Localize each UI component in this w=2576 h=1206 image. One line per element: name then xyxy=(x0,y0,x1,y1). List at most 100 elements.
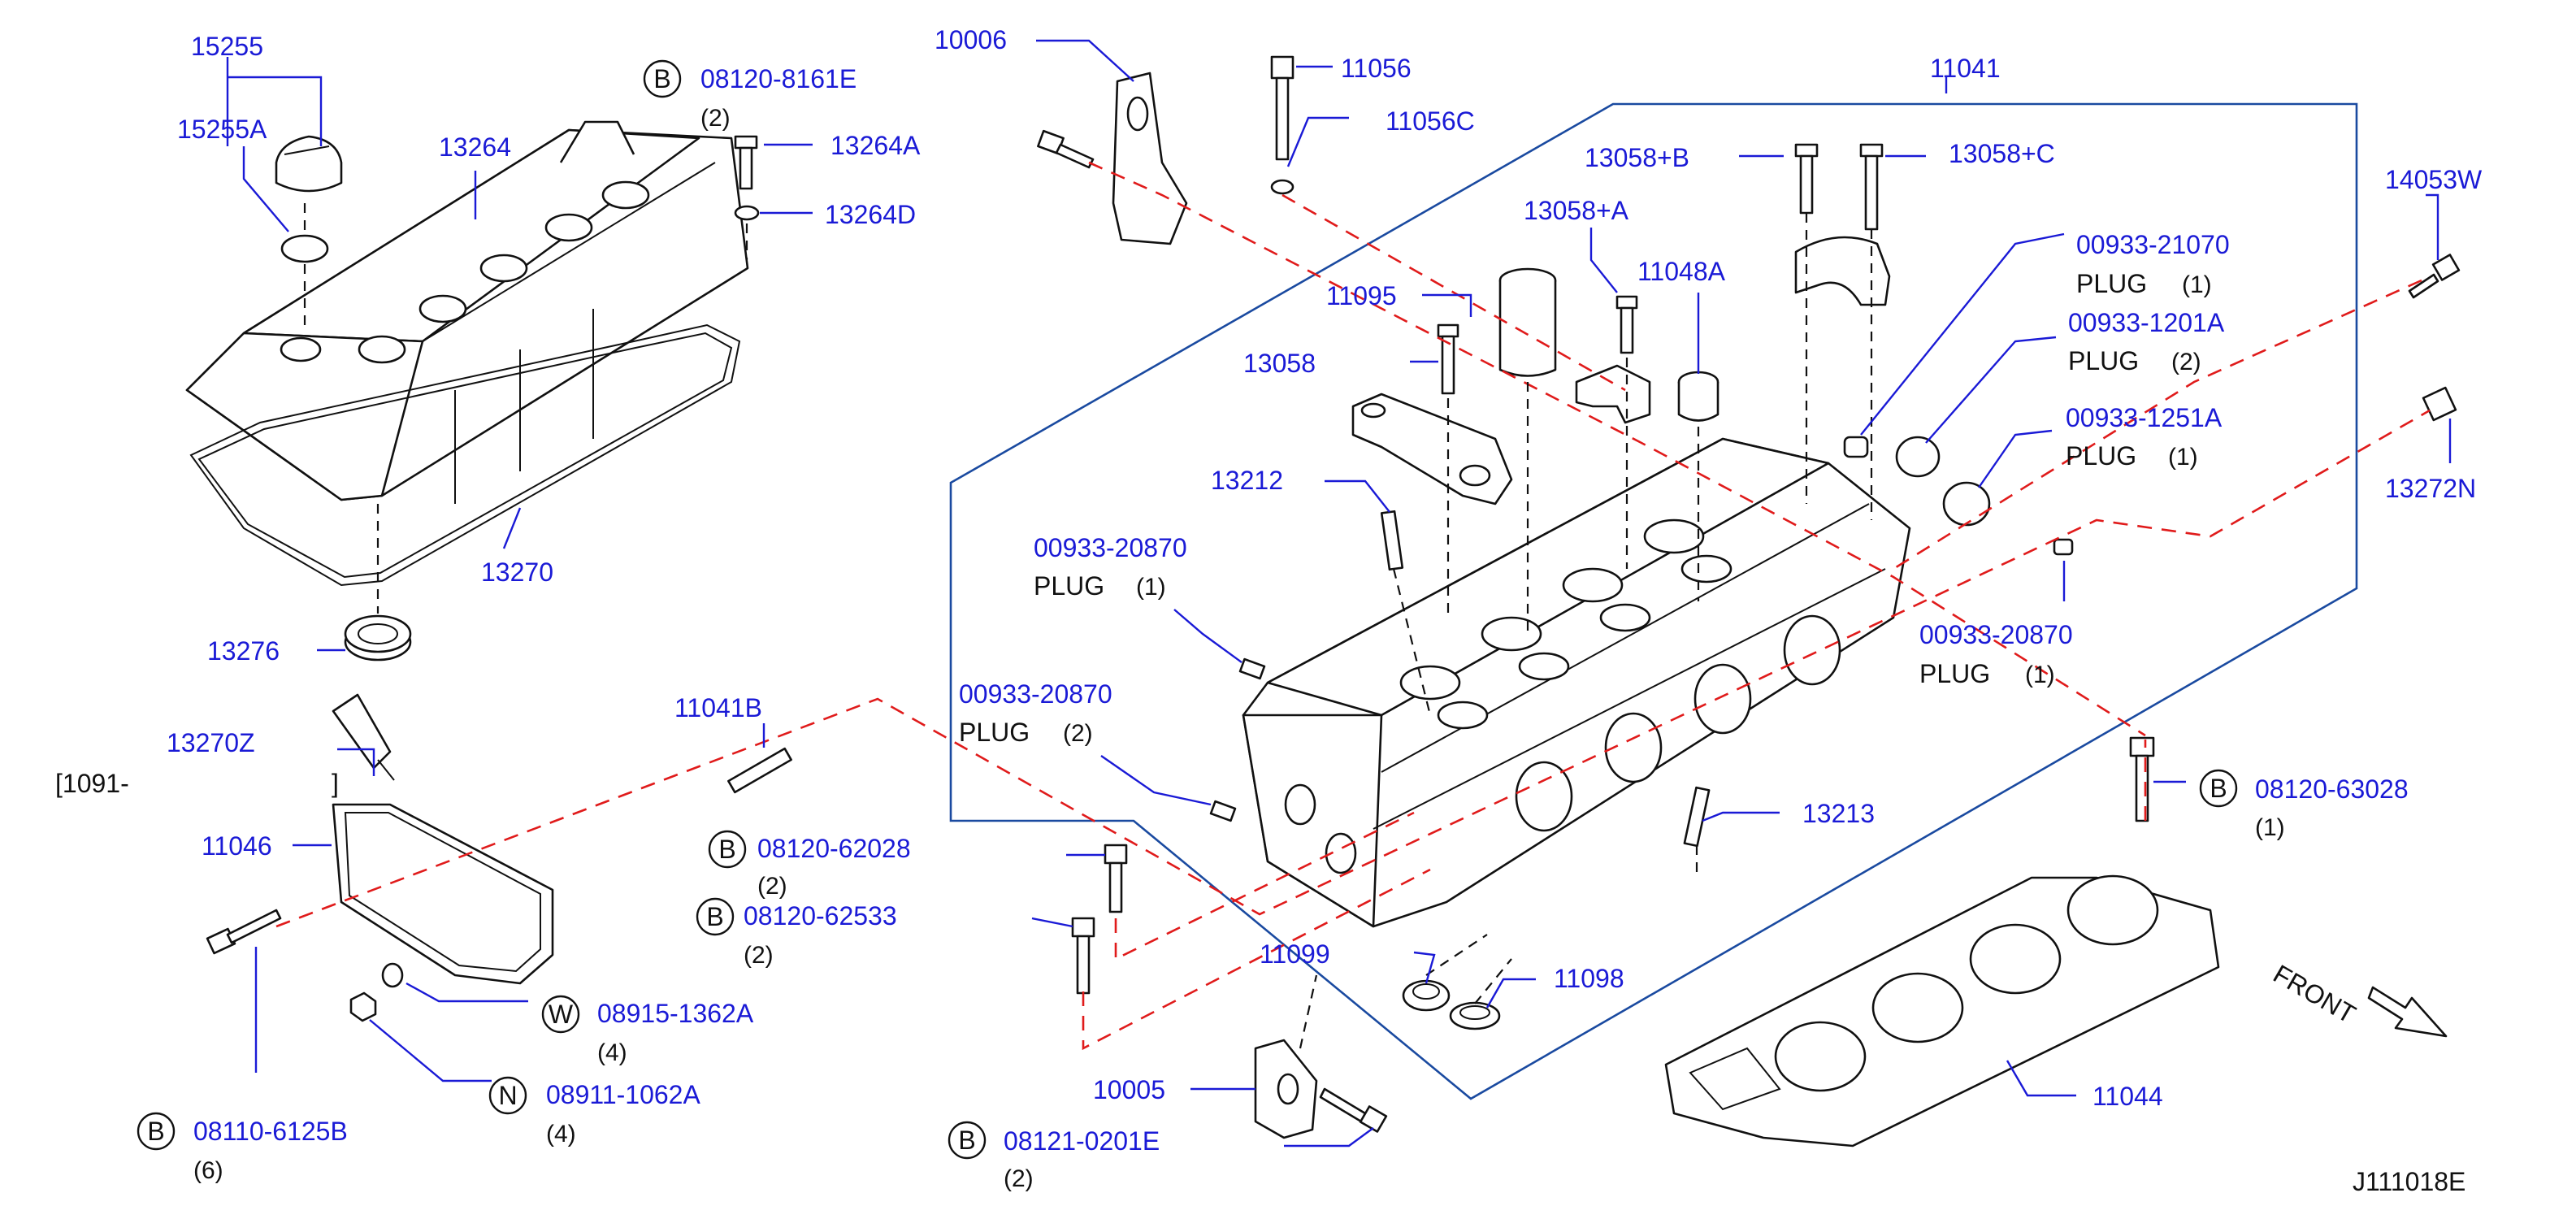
label-11056: 11056 xyxy=(1341,54,1412,83)
label-00933-1251A: 00933-1251A xyxy=(2066,403,2223,432)
bracket-10006 xyxy=(1112,72,1188,245)
label-11046: 11046 xyxy=(202,831,272,861)
bolt-13058A xyxy=(1615,295,1638,354)
red-dashed-guide xyxy=(1088,161,2146,737)
label-00933-20870-c: 00933-20870 xyxy=(1919,620,2073,649)
svg-text:N: N xyxy=(498,1081,517,1110)
label-08120-62028: 08120-62028 xyxy=(757,834,911,863)
label-15255: 15255 xyxy=(191,32,263,61)
plug-00933-20870-b xyxy=(1209,800,1237,822)
circle-letter-w-08915-1362A: W xyxy=(541,995,580,1034)
plug-00933-21070 xyxy=(1843,436,1869,458)
label-08120-62533: 08120-62533 xyxy=(744,901,897,931)
bolt-13058B xyxy=(1794,143,1819,215)
front-direction-label: FRONT xyxy=(2269,959,2361,1029)
oil-filler-cap xyxy=(275,135,343,193)
label-11095: 11095 xyxy=(1326,281,1397,310)
seal-11098 xyxy=(1449,1001,1501,1030)
label-13212: 13212 xyxy=(1211,466,1283,495)
cover-bolt-13264A xyxy=(734,135,758,190)
desc-00933-20870-b: PLUG xyxy=(959,718,1030,747)
label-13213: 13213 xyxy=(1802,799,1875,828)
label-13270Z: 13270Z xyxy=(167,728,255,757)
leader-lines xyxy=(226,39,2452,1147)
plug-00933-20870-a xyxy=(1238,657,1266,680)
qty-00933-20870-b: (2) xyxy=(1063,720,1093,747)
svg-text:W: W xyxy=(549,1000,574,1029)
desc-00933-21070: PLUG xyxy=(2076,269,2147,298)
red-dashed-guide xyxy=(275,409,2431,928)
plug-00933-1251A xyxy=(1942,481,1991,527)
qty-08121-0201E: (2) xyxy=(1004,1165,1034,1192)
label-10005: 10005 xyxy=(1093,1075,1165,1104)
label-13058C: 13058+C xyxy=(1949,139,2055,168)
circle-letter-b-08120-8161E: B xyxy=(643,59,682,98)
desc-00933-1201A: PLUG xyxy=(2068,346,2139,375)
label-11044: 11044 xyxy=(2092,1082,2163,1111)
desc-00933-20870-c: PLUG xyxy=(1919,659,1990,688)
qty-00933-1201A: (2) xyxy=(2171,349,2201,375)
front-cover-11046 xyxy=(332,803,554,985)
diagram-code: J111018E xyxy=(2353,1167,2465,1196)
bolt-08120-62028 xyxy=(1104,844,1128,913)
bolt-08120-62533 xyxy=(1071,917,1095,995)
qty-08120-62028: (2) xyxy=(757,873,787,900)
cam-seal-13276 xyxy=(344,614,412,662)
cam-bracket-13058A xyxy=(1575,364,1651,424)
label-13276: 13276 xyxy=(207,636,280,666)
svg-text:B: B xyxy=(653,64,670,93)
desc-00933-1251A: PLUG xyxy=(2066,441,2136,471)
label-13058B: 13058+B xyxy=(1585,143,1689,172)
washer-11056C xyxy=(1270,179,1295,195)
label-11048A: 11048A xyxy=(1637,257,1726,286)
bolt-08120-63028 xyxy=(2129,736,2155,822)
bolt-13058 xyxy=(1437,323,1459,395)
qty-08120-63028: (1) xyxy=(2255,814,2285,841)
svg-text:B: B xyxy=(706,902,723,931)
qty-08911-1062A: (4) xyxy=(546,1121,576,1147)
rocker-cover-gasket xyxy=(189,323,741,587)
label-11056C: 11056C xyxy=(1386,106,1475,136)
bolt-08121-0201E xyxy=(1319,1087,1388,1133)
seal-11099 xyxy=(1402,979,1451,1012)
tappet-11095 xyxy=(1498,267,1557,377)
label-08120-8161E: 08120-8161E xyxy=(700,64,856,93)
label-10006: 10006 xyxy=(935,25,1007,54)
label-13270: 13270 xyxy=(481,557,553,587)
circle-letter-b-08120-62028: B xyxy=(708,830,747,869)
dowel-13213 xyxy=(1683,786,1711,848)
rocker-cover xyxy=(185,120,749,504)
circle-letter-b-08120-62533: B xyxy=(696,897,735,936)
bracket-10005 xyxy=(1254,1039,1318,1139)
qty-08110-6125B: (6) xyxy=(193,1157,223,1184)
date-range-open: [1091- xyxy=(55,769,129,798)
cylinder-head-assembly-frame xyxy=(949,102,2358,1100)
bolt-08110-6125B xyxy=(206,909,282,955)
svg-text:B: B xyxy=(958,1126,975,1155)
black-dashed-guide xyxy=(1299,213,1873,1049)
label-00933-1201A: 00933-1201A xyxy=(2068,308,2225,337)
circle-letter-b-08110-6125B: B xyxy=(137,1112,176,1151)
circle-letter-b-08121-0201E: B xyxy=(948,1121,987,1160)
svg-text:B: B xyxy=(718,835,735,864)
label-13058: 13058 xyxy=(1243,349,1316,378)
nut-08911-1062A xyxy=(349,991,377,1022)
cylinder-head xyxy=(1242,437,1911,928)
stud-11041B xyxy=(727,747,792,794)
red-dashed-guide xyxy=(1114,811,1415,961)
desc-00933-20870-a: PLUG xyxy=(1034,571,1104,601)
red-dashed-guide xyxy=(1893,279,2422,570)
qty-08915-1362A: (4) xyxy=(597,1039,627,1066)
label-13272N: 13272N xyxy=(2385,474,2476,503)
label-11098: 11098 xyxy=(1554,964,1624,993)
label-11041B: 11041B xyxy=(674,693,762,722)
sealant-tube xyxy=(332,693,395,781)
svg-text:B: B xyxy=(147,1117,164,1146)
qty-08120-62533: (2) xyxy=(744,942,774,969)
red-dashed-guide xyxy=(1281,193,1626,392)
label-08911-1062A: 08911-1062A xyxy=(546,1080,700,1109)
bolt-13058C xyxy=(1859,143,1884,231)
label-08120-63028: 08120-63028 xyxy=(2255,774,2409,804)
qty-00933-20870-c: (1) xyxy=(2025,662,2055,688)
